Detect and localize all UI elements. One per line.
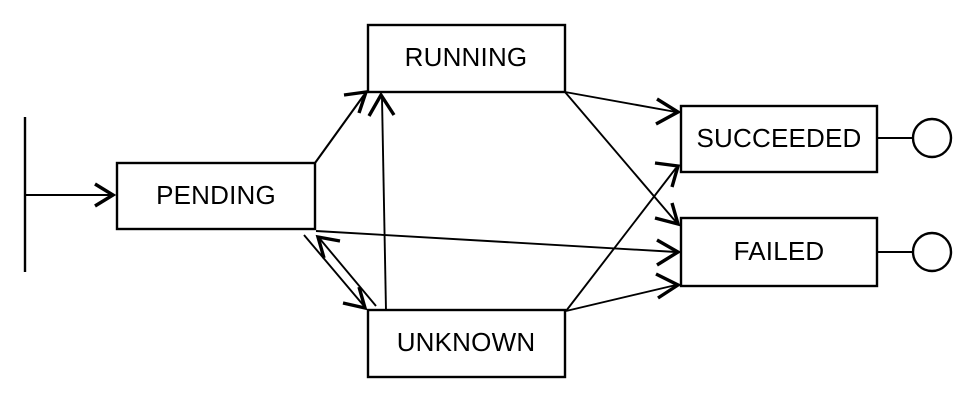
edge-unknown-to-pending-line — [319, 238, 377, 307]
edge-running-to-succeeded-line — [564, 91, 677, 113]
edge-running-to-succeeded — [564, 91, 682, 126]
edge-pending-to-failed-line — [315, 230, 677, 253]
edge-unknown-to-running — [367, 91, 396, 312]
edge-pending-to-failed-arrowhead — [656, 238, 682, 267]
node-pending-label: PENDING — [156, 180, 276, 210]
node-running-box[interactable] — [366, 23, 567, 94]
node-running[interactable]: RUNNING — [366, 23, 567, 94]
node-pending-box[interactable] — [115, 161, 317, 231]
edge-pending-to-running — [314, 89, 369, 164]
edge-running-to-failed-line — [564, 91, 677, 223]
edge-unknown-to-succeeded-arrowhead — [654, 161, 681, 188]
edge-unknown-to-failed-line — [565, 284, 677, 312]
node-succeeded[interactable]: SUCCEEDED — [679, 104, 879, 174]
edge-unknown-to-running-line — [381, 97, 387, 312]
final-state-circle-failed — [911, 231, 953, 273]
edge-pending-to-failed — [315, 230, 682, 267]
edge-unknown-to-pending — [315, 234, 377, 307]
edge-pending-to-running-line — [314, 94, 365, 164]
node-unknown[interactable]: UNKNOWN — [366, 308, 567, 379]
node-succeeded-label: SUCCEEDED — [696, 123, 861, 153]
node-pending[interactable]: PENDING — [115, 161, 317, 231]
terminal-marker-failed — [877, 231, 953, 273]
edge-pending-to-unknown-arrowhead — [342, 286, 368, 311]
node-failed-label: FAILED — [734, 236, 825, 266]
edge-unknown-to-failed — [565, 272, 682, 312]
edge-pending-to-unknown — [303, 234, 368, 311]
final-state-circle-succeeded — [911, 117, 953, 159]
edge-unknown-to-succeeded-line — [565, 167, 677, 312]
edge-unknown-to-pending-arrowhead — [315, 234, 341, 259]
node-succeeded-box[interactable] — [679, 104, 879, 174]
edge-pending-to-running-arrowhead — [343, 89, 369, 114]
edge-start-to-pending — [25, 182, 117, 208]
node-running-label: RUNNING — [405, 42, 528, 72]
node-unknown-box[interactable] — [366, 308, 567, 379]
node-failed[interactable]: FAILED — [679, 216, 879, 288]
node-failed-box[interactable] — [679, 216, 879, 288]
edge-unknown-to-succeeded — [565, 161, 681, 312]
node-unknown-label: UNKNOWN — [397, 327, 536, 357]
edge-running-to-failed — [564, 91, 681, 227]
edge-unknown-to-running-arrowhead — [367, 91, 396, 117]
edge-pending-to-unknown-line — [303, 234, 365, 307]
edge-running-to-failed-arrowhead — [654, 202, 681, 227]
terminal-marker-succeeded — [877, 117, 953, 159]
edge-running-to-succeeded-arrowhead — [655, 97, 682, 126]
edge-unknown-to-failed-arrowhead — [655, 272, 682, 300]
edge-start-to-pending-arrowhead — [94, 182, 117, 208]
